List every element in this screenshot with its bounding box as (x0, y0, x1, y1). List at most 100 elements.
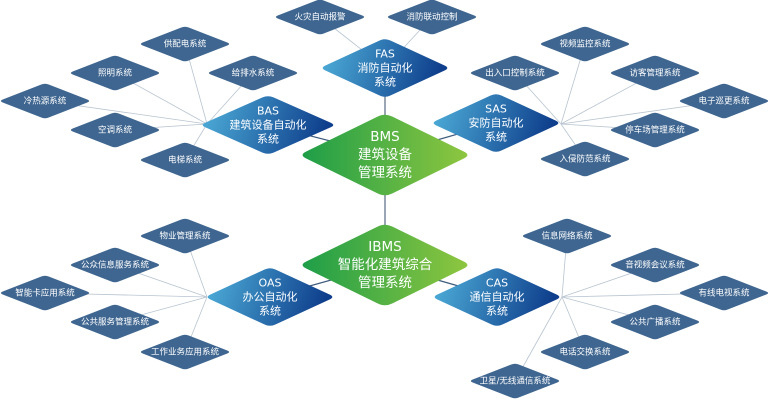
leaf-node-cas-2[interactable]: 有线电视系统 (679, 275, 769, 311)
core-ibms-label-line: 管理系统 (358, 275, 412, 291)
leaf-diamond-shape (540, 334, 630, 370)
leaf-node-oas-1[interactable]: 公众信息服务系统 (70, 247, 160, 283)
leaf-node-bas-3[interactable]: 冷热源系统 (0, 83, 90, 119)
leaf-diamond-shape (208, 55, 298, 91)
leaf-label: 停车场管理系统 (625, 125, 685, 136)
core-bms-label-line: 建筑设备 (358, 146, 412, 163)
subsystem-diamond-shape (202, 96, 334, 154)
leaf-diamond-shape (140, 218, 230, 254)
leaf-node-bas-2[interactable]: 给排水系统 (208, 55, 298, 91)
subsystem-fas-label-line: 消防自动化 (358, 61, 413, 75)
leaf-label: 入侵防范系统 (559, 154, 611, 165)
leaf-label: 物业管理系统 (159, 231, 211, 242)
leaf-label: 公共服务管理系统 (81, 317, 150, 328)
subsystem-diamond-shape (434, 268, 560, 326)
subsystem-fas-label-line: 系统 (374, 76, 396, 89)
core-ibms-label-line: IBMS (368, 239, 401, 255)
leaf-node-sas-3[interactable]: 电子巡更系统 (679, 83, 769, 119)
leaf-node-fas-1[interactable]: 消防联动控制 (387, 0, 477, 35)
leaf-diamond-shape (0, 275, 90, 311)
leaf-label: 消防联动控制 (406, 12, 457, 23)
leaf-node-bas-4[interactable]: 空调系统 (70, 112, 160, 148)
leaf-label: 信息网络系统 (541, 231, 593, 242)
leaf-node-bas-5[interactable]: 电梯系统 (140, 142, 230, 178)
leaf-diamond-shape (70, 112, 160, 148)
subsystem-sas-label-line: SAS (485, 103, 507, 116)
leaf-node-oas-4[interactable]: 工作业务应用系统 (140, 334, 230, 370)
subsystem-sas-label-line: 系统 (485, 131, 507, 144)
leaf-label: 视频监控系统 (559, 39, 611, 50)
leaf-label: 电梯系统 (168, 155, 203, 166)
subsystem-sas-label-line: 安防自动化 (469, 116, 524, 130)
leaf-diamond-shape (540, 141, 630, 177)
leaf-node-cas-3[interactable]: 公共广播系统 (610, 304, 700, 340)
subsystem-diamond-shape (322, 39, 448, 97)
subsystem-fas-label-line: FAS (375, 48, 395, 61)
leaf-node-oas-3[interactable]: 公共服务管理系统 (70, 304, 160, 340)
leaf-diamond-shape (679, 83, 769, 119)
leaf-label: 电子巡更系统 (698, 96, 750, 107)
leaf-diamond-shape (140, 142, 230, 178)
leaf-node-bas-0[interactable]: 供配电系统 (140, 26, 230, 62)
leaf-diamond-shape (470, 55, 560, 91)
subsystem-cas-label-line: 通信自动化 (470, 290, 525, 304)
leaf-diamond-shape (610, 247, 700, 283)
subsystem-bas-label-line: BAS (257, 105, 279, 118)
leaf-diamond-shape (610, 304, 700, 340)
leaf-node-fas-0[interactable]: 火灾自动报警 (275, 0, 365, 35)
leaf-label: 音视频会议系统 (625, 260, 685, 271)
leaf-node-sas-0[interactable]: 视频监控系统 (540, 26, 630, 62)
subsystem-cas-label-line: CAS (486, 277, 508, 290)
core-diamond-shape (302, 224, 468, 306)
subsystem-oas-label-line: 系统 (259, 305, 281, 318)
leaf-node-cas-4[interactable]: 电话交换系统 (540, 334, 630, 370)
leaf-node-sas-2[interactable]: 访客管理系统 (610, 55, 700, 91)
leaf-node-oas-2[interactable]: 智能卡应用系统 (0, 275, 90, 311)
subsystem-bas-label-line: 系统 (257, 133, 279, 146)
leaf-node-cas-1[interactable]: 音视频会议系统 (610, 247, 700, 283)
leaf-diamond-shape (140, 26, 230, 62)
leaf-label: 给排水系统 (232, 68, 275, 79)
subsystem-bas-label-line: 建筑设备自动化 (230, 118, 307, 132)
subsystem-diamond-shape (433, 94, 559, 152)
leaf-label: 供配电系统 (164, 39, 207, 50)
subsystem-diamond-shape (207, 268, 333, 326)
leaf-node-bas-1[interactable]: 照明系统 (70, 55, 160, 91)
leaf-diamond-shape (540, 26, 630, 62)
leaf-node-sas-5[interactable]: 入侵防范系统 (540, 141, 630, 177)
leaf-label: 冷热源系统 (24, 96, 67, 107)
leaf-node-sas-4[interactable]: 停车场管理系统 (610, 112, 700, 148)
leaf-label: 火灾自动报警 (294, 12, 346, 23)
leaf-node-cas-5[interactable]: 卫星/无线通信系统 (470, 363, 560, 399)
leaf-node-oas-0[interactable]: 物业管理系统 (140, 218, 230, 254)
leaf-diamond-shape (70, 247, 160, 283)
leaf-diamond-shape (70, 55, 160, 91)
leaf-diamond-shape (679, 275, 769, 311)
leaf-diamond-shape (522, 218, 612, 254)
leaf-diamond-shape (610, 112, 700, 148)
leaf-label: 公众信息服务系统 (81, 260, 150, 271)
leaf-diamond-shape (275, 0, 365, 35)
leaf-label: 电话交换系统 (559, 347, 611, 358)
core-bms-label-line: 管理系统 (358, 165, 412, 181)
leaf-label: 访客管理系统 (629, 68, 681, 79)
core-bms-label-line: BMS (370, 129, 399, 145)
leaf-diamond-shape (0, 83, 90, 119)
subsystem-cas-label-line: 系统 (486, 305, 508, 318)
subsystem-oas-label-line: OAS (259, 277, 282, 290)
leaf-label: 公共广播系统 (629, 317, 681, 328)
core-ibms-label-line: 智能化建筑综合 (338, 257, 433, 273)
leaf-node-sas-1[interactable]: 出入口控制系统 (470, 55, 560, 91)
leaf-node-cas-0[interactable]: 信息网络系统 (522, 218, 612, 254)
